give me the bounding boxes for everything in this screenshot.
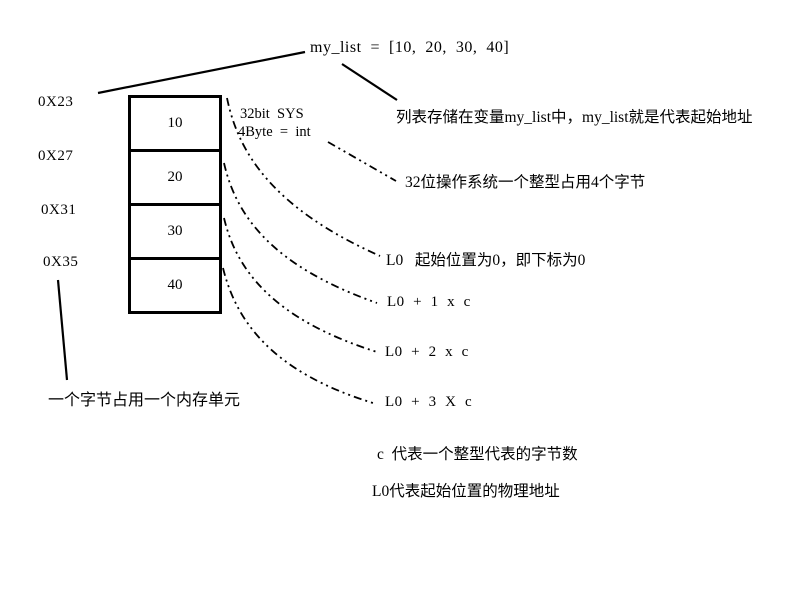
legend-c: c 代表一个整型代表的字节数 [377,446,578,463]
note-4byte-int: 4Byte = int [238,124,311,140]
memory-address-3: 0X35 [43,254,79,270]
annotation-offset-2: L0 + 2 x c [385,344,469,360]
pointer-line-mylist-to-note [341,63,398,101]
memory-stack: 10 20 30 40 [128,95,222,314]
legend-l0: L0代表起始位置的物理地址 [372,483,560,500]
pointer-line-address-to-bytenote [56,279,69,381]
dashdot-leader-int-size [327,141,397,182]
pointer-line-box-to-mylist [97,50,306,95]
dashdot-curve-offset-1 [223,162,378,304]
memory-cell-0: 10 [167,115,183,131]
annotation-int-size: 32位操作系统一个整型占用4个字节 [405,174,646,191]
dashdot-curve-offset-3 [222,267,374,404]
memory-cell-2: 30 [131,203,219,257]
list-definition-title: my_list = [10, 20, 30, 40] [310,39,510,56]
annotation-byte-cell: 一个字节占用一个内存单元 [48,392,241,409]
annotation-offset-0: L0 起始位置为0，即下标为0 [386,252,586,269]
memory-address-0: 0X23 [38,94,74,110]
dashdot-curve-offset-2 [223,217,378,353]
annotation-offset-3: L0 + 3 X c [385,394,473,410]
memory-cell-3: 40 [131,257,219,311]
memory-address-1: 0X27 [38,148,74,164]
annotation-list-storage: 列表存储在变量my_list中，my_list就是代表起始地址 [396,109,753,126]
memory-address-2: 0X31 [41,202,77,218]
memory-cell-1: 20 [131,149,219,203]
note-32bit-sys: 32bit SYS [240,106,304,122]
dashdot-curve-offset-0 [226,97,381,257]
annotation-offset-1: L0 + 1 x c [387,294,471,310]
